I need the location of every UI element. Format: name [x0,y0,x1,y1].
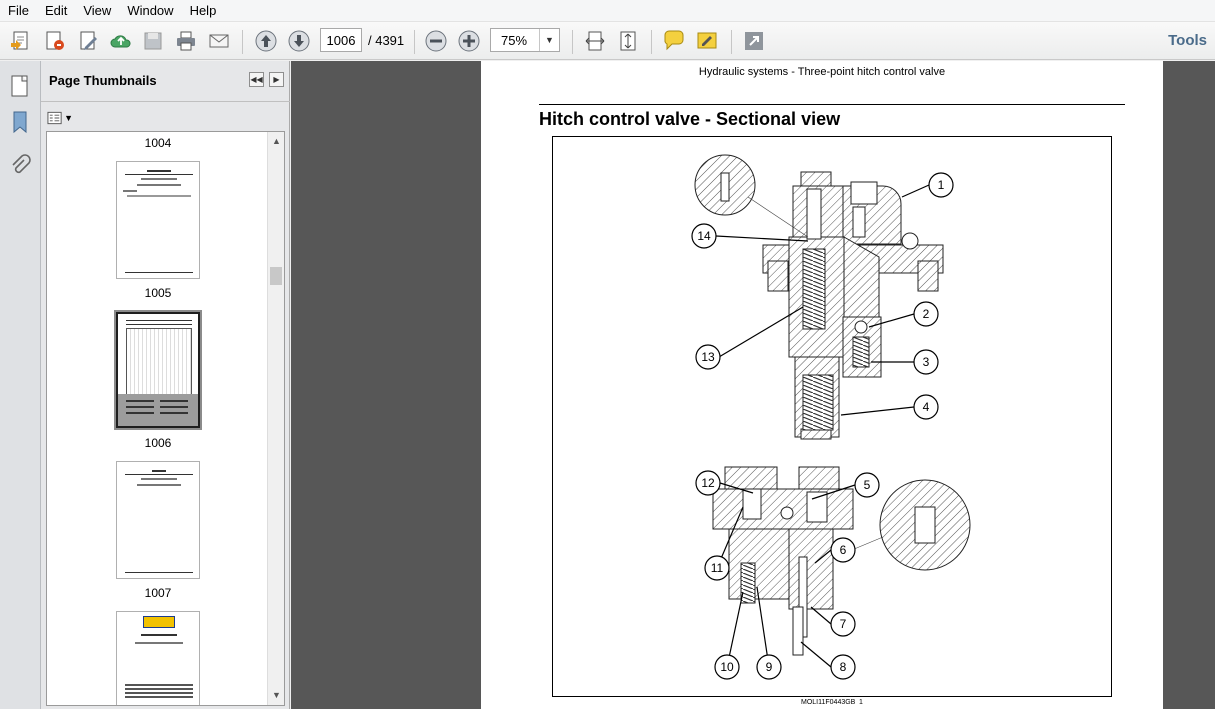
scroll-thumb[interactable] [270,267,282,285]
thumbnail-1006[interactable] [114,310,202,430]
panel-menu-icon[interactable]: ▶ [269,72,284,87]
thumbnail-1007[interactable] [116,461,200,579]
callout-7: 7 [840,617,847,631]
thumbnail-label: 1005 [144,286,172,300]
thumbnail-list[interactable]: 1004 1005 1006 [46,131,285,706]
menu-help[interactable]: Help [189,2,217,18]
combine-icon[interactable] [42,28,68,54]
sectional-view-figure: 1 2 3 4 5 6 7 8 9 10 11 12 13 14 [552,136,1112,697]
callout-3: 3 [923,355,930,369]
fit-page-icon[interactable] [615,28,641,54]
menu-file[interactable]: File [8,2,29,18]
comment-icon[interactable] [661,28,687,54]
footer-page-number: 1 [859,699,863,706]
thumbnail-label: 1006 [144,436,172,450]
zoom-out-icon[interactable] [423,28,449,54]
document-viewer[interactable]: Hydraulic systems - Three-point hitch co… [291,61,1215,709]
navigation-strip [0,61,41,709]
callout-14: 14 [697,229,711,243]
thumbnails-panel: Page Thumbnails ◀◀ ▶ ▼ 1004 1005 [41,61,290,709]
thumbnail-scrollbar[interactable]: ▲ ▼ [267,132,284,705]
panel-title: Page Thumbnails [49,73,157,88]
email-icon[interactable] [206,28,232,54]
callout-1: 1 [938,178,945,192]
thumbnail-label: 1004 [144,136,172,150]
callout-9: 9 [766,660,773,674]
zoom-in-icon[interactable] [456,28,482,54]
callout-12: 12 [701,476,715,490]
save-icon[interactable] [140,28,166,54]
section-title: Hitch control valve - Sectional view [539,109,841,129]
fullscreen-icon[interactable] [741,28,767,54]
callout-2: 2 [923,307,930,321]
attachments-icon[interactable] [7,153,33,179]
thumbnail-1005[interactable] [116,161,200,279]
create-pdf-icon[interactable] [8,28,34,54]
running-header: Hydraulic systems - Three-point hitch co… [698,66,946,78]
thumbnail-1008[interactable] [116,611,200,705]
tools-button[interactable]: Tools [1168,32,1207,49]
callout-6: 6 [840,543,847,557]
footer-code: MOLI11F0443GB [801,699,856,706]
menu-window[interactable]: Window [127,2,174,18]
menu-edit[interactable]: Edit [44,2,68,18]
page-number-input[interactable] [320,28,362,52]
next-page-icon[interactable] [286,28,312,54]
cloud-upload-icon[interactable] [108,28,134,54]
prev-page-icon[interactable] [253,28,279,54]
edit-icon[interactable] [76,28,102,54]
fit-width-icon[interactable] [582,28,608,54]
zoom-select[interactable]: 75% ▼ [490,28,560,52]
print-icon[interactable] [173,28,199,54]
menu-view[interactable]: View [83,2,112,18]
collapse-panel-icon[interactable]: ◀◀ [249,72,264,87]
scroll-up-icon[interactable]: ▲ [272,135,281,146]
zoom-value: 75% [501,33,528,48]
chevron-down-icon[interactable]: ▼ [539,29,559,51]
callout-10: 10 [720,660,734,674]
bookmarks-icon[interactable] [7,109,33,135]
callout-4: 4 [923,400,930,414]
menu-bar: File Edit View Window Help [0,0,1215,22]
callout-11: 11 [711,561,724,575]
callout-5: 5 [864,478,871,492]
toolbar: / 4391 75% ▼ Tools [0,22,1215,60]
callout-8: 8 [840,660,847,674]
page-total: / 4391 [368,33,405,48]
thumbnail-label: 1007 [144,586,172,600]
highlight-icon[interactable] [694,28,720,54]
callout-13: 13 [701,350,715,364]
page-thumbnails-icon[interactable] [7,73,33,99]
options-menu-icon[interactable]: ▼ [47,109,73,127]
pdf-page: Hydraulic systems - Three-point hitch co… [481,61,1163,709]
scroll-down-icon[interactable]: ▼ [272,689,281,700]
